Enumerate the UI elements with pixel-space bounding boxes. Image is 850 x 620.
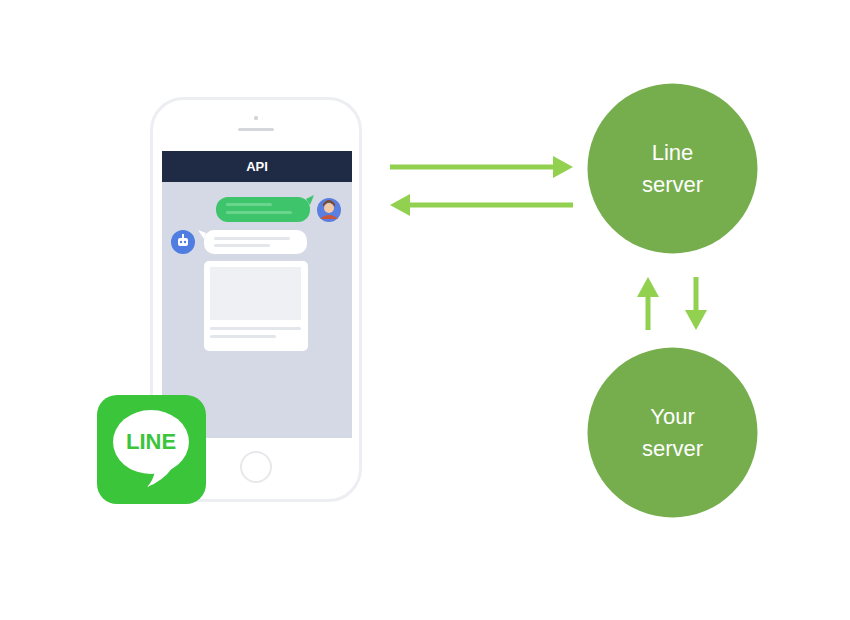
flow-arrow [637,277,659,330]
flow-arrow [685,277,707,330]
logo-wordmark: LINE [126,429,176,455]
server-label: Line server [628,137,718,201]
server-circle: Your server [587,347,758,518]
server-circle: Line server [587,83,758,254]
flow-arrow [390,194,573,216]
circle-outline [587,83,758,254]
screen-header-title: API [162,151,352,182]
flow-arrow [390,156,573,178]
server-label: Your server [628,401,718,465]
circle-outline [587,347,758,518]
